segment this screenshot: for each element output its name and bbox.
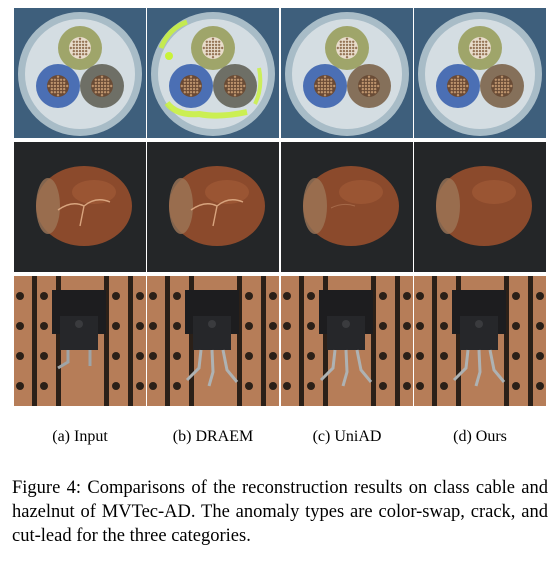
transistor-input-image xyxy=(14,276,146,406)
hazelnut-input-image xyxy=(14,142,146,272)
column-label-ours: (d) Ours xyxy=(453,428,507,445)
cable-draem-image xyxy=(147,8,279,138)
cable-input-image xyxy=(14,8,146,138)
transistor-input-graphic xyxy=(14,276,146,406)
column-label-uniad: (c) UniAD xyxy=(312,428,382,445)
hazelnut-input-graphic xyxy=(14,142,146,272)
cable-input-graphic xyxy=(14,8,146,138)
hazelnut-draem-image xyxy=(147,142,279,272)
figure-caption: Figure 4: Comparisons of the reconstruct… xyxy=(12,478,548,546)
cable-uniad-graphic xyxy=(281,8,413,138)
cable-ours-graphic xyxy=(414,8,546,138)
transistor-uniad-graphic xyxy=(281,276,413,406)
cable-ours-image xyxy=(414,8,546,138)
transistor-uniad-image xyxy=(281,276,413,406)
hazelnut-ours-graphic xyxy=(414,142,546,272)
hazelnut-ours-image xyxy=(414,142,546,272)
transistor-draem-graphic xyxy=(147,276,279,406)
cable-draem-graphic xyxy=(147,8,279,138)
hazelnut-uniad-image xyxy=(281,142,413,272)
cable-uniad-image xyxy=(281,8,413,138)
transistor-ours-graphic xyxy=(414,276,546,406)
transistor-ours-image xyxy=(414,276,546,406)
column-label-draem: (b) DRAEM xyxy=(172,428,254,445)
hazelnut-draem-graphic xyxy=(147,142,279,272)
hazelnut-uniad-graphic xyxy=(281,142,413,272)
column-label-input: (a) Input xyxy=(52,428,108,445)
reconstruction-comparison-grid xyxy=(14,8,546,406)
transistor-draem-image xyxy=(147,276,279,406)
